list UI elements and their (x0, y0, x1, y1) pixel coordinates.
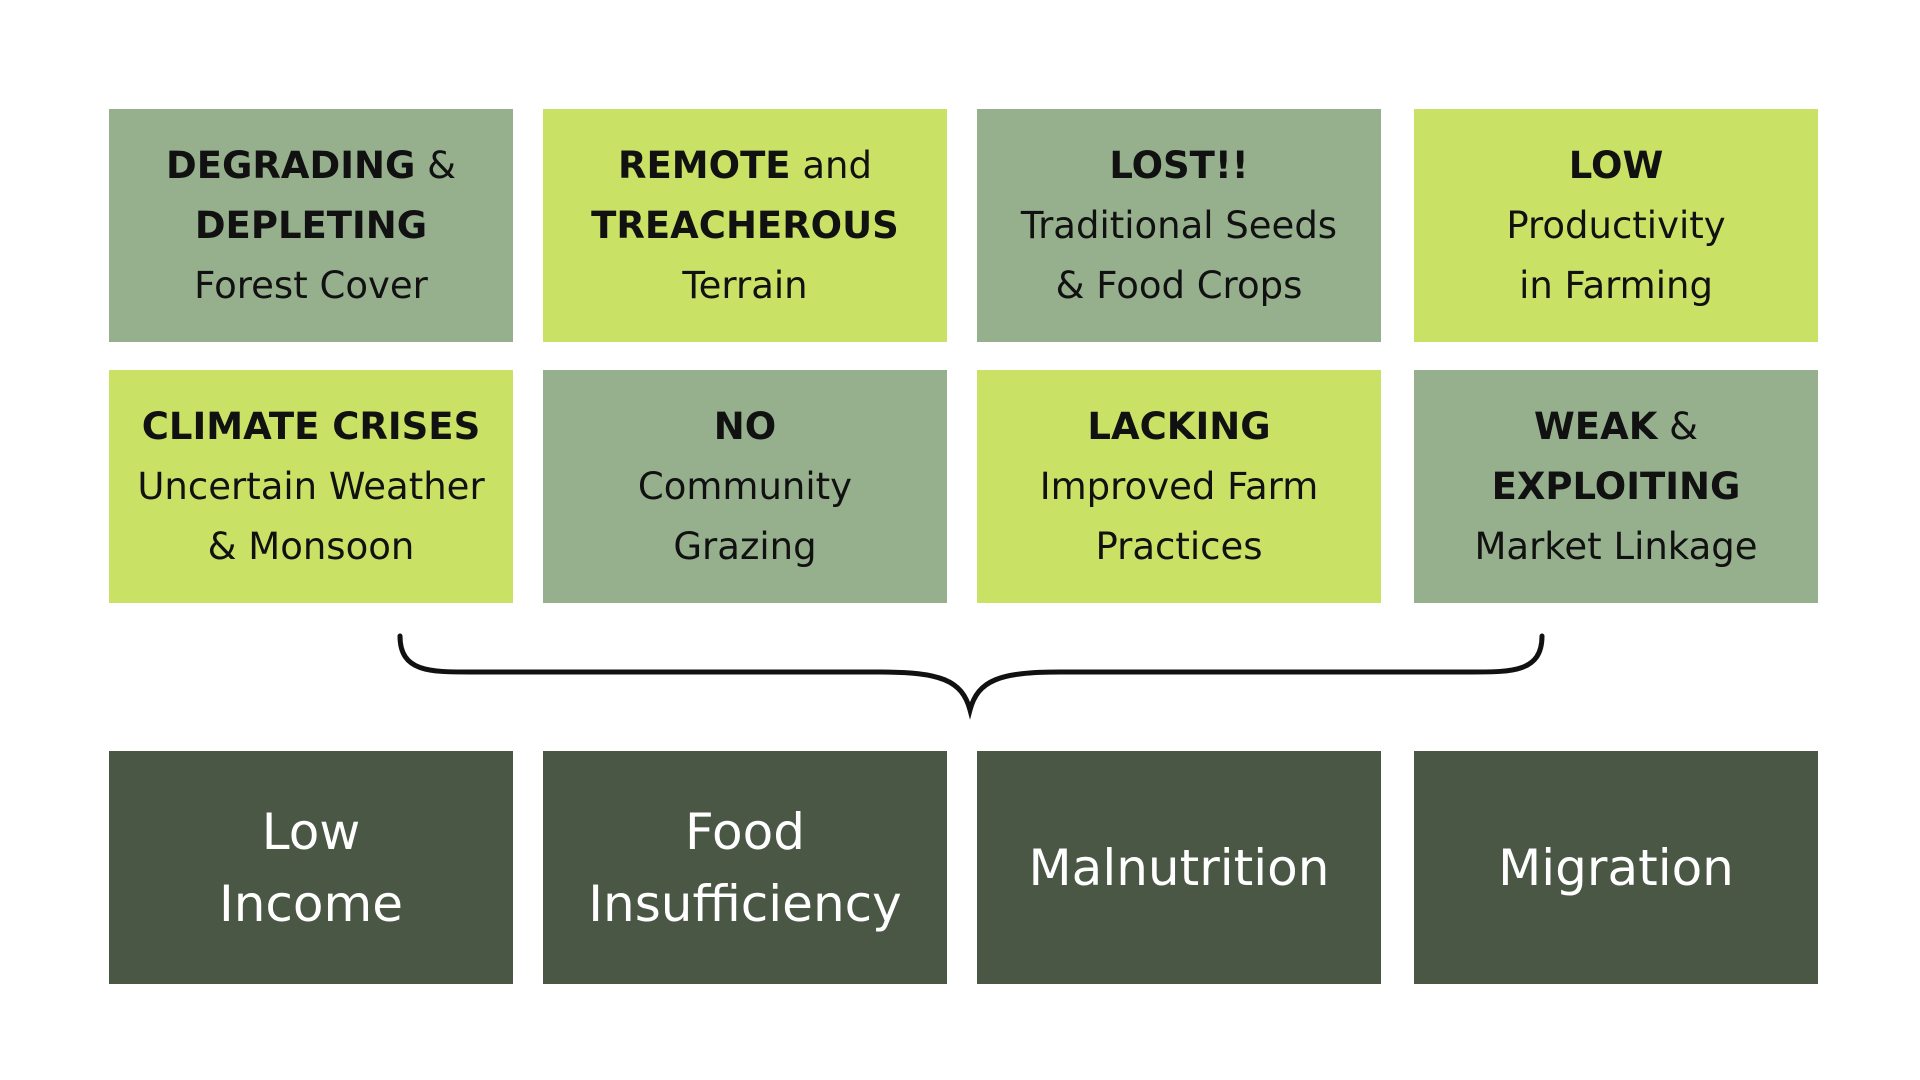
outcome-label: Insufficiency (588, 874, 902, 933)
cause-text: Grazing (673, 524, 817, 568)
cause-line: TREACHEROUS (591, 196, 899, 256)
cause-text: & (1657, 404, 1699, 448)
cause-box: LOW Productivity in Farming (1414, 109, 1818, 342)
cause-line: Productivity (1506, 196, 1725, 256)
outcome-label: Low (261, 802, 361, 861)
cause-line: Terrain (682, 256, 807, 316)
cause-keyword: REMOTE (618, 143, 791, 187)
cause-text: and (790, 143, 872, 187)
cause-text: Productivity (1506, 203, 1726, 247)
cause-line: DEGRADING & (166, 136, 456, 196)
cause-keyword: LOW (1568, 143, 1664, 187)
cause-line: Market Linkage (1475, 517, 1758, 577)
cause-line: EXPLOITING (1492, 457, 1741, 517)
outcome-box: Migration (1414, 751, 1818, 984)
cause-line: WEAK & (1534, 397, 1698, 457)
cause-line: Grazing (673, 517, 816, 577)
cause-box: DEGRADING & DEPLETING Forest Cover (109, 109, 513, 342)
outcome-box: Malnutrition (977, 751, 1381, 984)
cause-line: LOST!! (1109, 136, 1248, 196)
outcome-label: Migration (1498, 838, 1734, 897)
cause-line: Forest Cover (194, 256, 428, 316)
cause-text: in Farming (1519, 263, 1713, 307)
cause-line: Traditional Seeds (1021, 196, 1337, 256)
cause-line: DEPLETING (195, 196, 427, 256)
outcome-label: Income (219, 874, 403, 933)
cause-keyword: DEGRADING (166, 143, 416, 187)
cause-keyword: DEPLETING (194, 203, 428, 247)
cause-text: Uncertain Weather (137, 464, 485, 508)
cause-keyword: TREACHEROUS (591, 203, 899, 247)
cause-box: CLIMATE CRISES Uncertain Weather & Monsoon (109, 370, 513, 603)
cause-text: & (415, 143, 456, 187)
outcome-label: Malnutrition (1028, 838, 1330, 897)
cause-text: Practices (1095, 524, 1263, 568)
cause-keyword: CLIMATE CRISES (141, 404, 481, 448)
cause-text: Community (637, 464, 853, 508)
cause-line: Improved Farm (1040, 457, 1319, 517)
cause-text: Forest Cover (194, 263, 428, 307)
cause-keyword: LACKING (1087, 404, 1271, 448)
cause-keyword: WEAK (1533, 404, 1658, 448)
cause-line: Community (638, 457, 852, 517)
cause-keyword: EXPLOITING (1491, 464, 1741, 508)
cause-line: Uncertain Weather (137, 457, 484, 517)
cause-text: Improved Farm (1039, 464, 1319, 508)
cause-line: REMOTE and (618, 136, 872, 196)
cause-line: CLIMATE CRISES (142, 397, 480, 457)
cause-keyword: LOST!! (1109, 143, 1249, 187)
cause-keyword: NO (713, 404, 777, 448)
cause-line: NO (714, 397, 776, 457)
outcome-label: Food (685, 802, 805, 861)
cause-line: in Farming (1519, 256, 1713, 316)
cause-text: & Food Crops (1055, 263, 1303, 307)
cause-box: WEAK & EXPLOITING Market Linkage (1414, 370, 1818, 603)
cause-line: & Monsoon (208, 517, 415, 577)
cause-line: LOW (1569, 136, 1664, 196)
cause-line: LACKING (1087, 397, 1270, 457)
cause-text: & Monsoon (207, 524, 415, 568)
cause-text: Terrain (682, 263, 808, 307)
cause-text: Market Linkage (1474, 524, 1758, 568)
cause-line: Practices (1095, 517, 1262, 577)
cause-line: & Food Crops (1056, 256, 1303, 316)
cause-box: LOST!! Traditional Seeds & Food Crops (977, 109, 1381, 342)
cause-text: Traditional Seeds (1020, 203, 1338, 247)
